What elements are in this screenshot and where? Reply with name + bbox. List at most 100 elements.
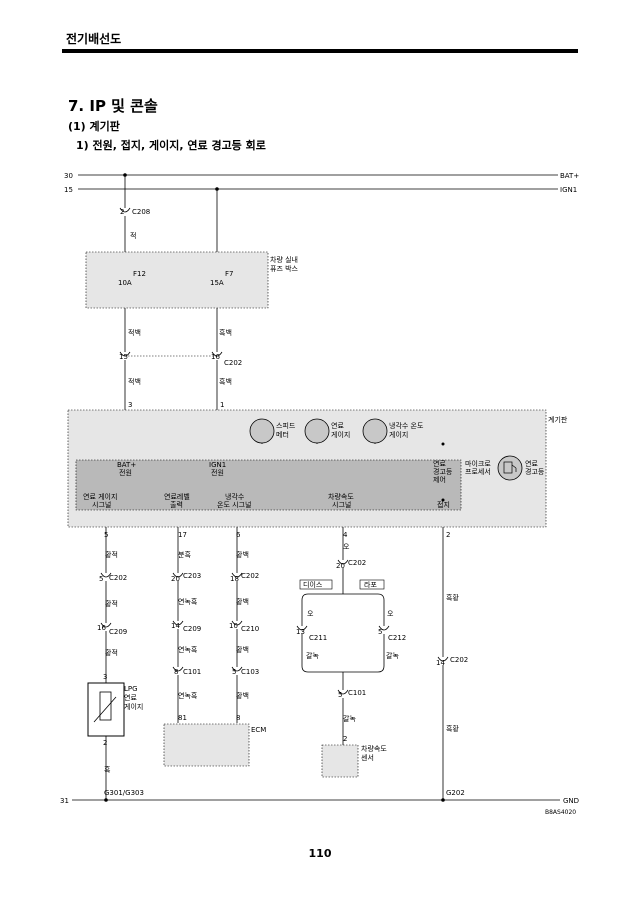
c203-label: C203	[183, 572, 201, 580]
c212-pin: 5	[378, 628, 382, 636]
c101-b-label: C101	[348, 689, 366, 697]
split-top	[301, 593, 385, 601]
subtitle: (1) 계기판	[68, 120, 120, 133]
microprocessor-label-2: 프로세서	[465, 467, 491, 476]
c202-b-label: C202	[109, 574, 127, 582]
junction-ign	[215, 187, 219, 191]
c101-a-label: C101	[183, 668, 201, 676]
pin-coolant-1: 냉각수	[225, 492, 245, 501]
lpg-label-2: 연료	[124, 694, 137, 702]
c103-symbol	[231, 666, 243, 672]
c101-a-pin: 8	[174, 668, 178, 676]
pin-speed-2: 시그널	[332, 500, 351, 509]
coolant-gauge-label-1: 냉각수 온도	[389, 421, 424, 430]
wire-o-1-label: 오	[343, 543, 350, 551]
junction-g301	[104, 798, 108, 802]
fuse-f12-amp: 10A	[118, 279, 132, 287]
tag-gasoline-label: 라포	[364, 580, 377, 589]
fuel-warn-ctrl-2: 경고등	[433, 467, 453, 476]
junction-bat	[123, 173, 127, 177]
ground-g202: G202	[446, 789, 465, 797]
section-header: 전기배선도	[66, 32, 122, 46]
split-bottom	[301, 665, 385, 673]
c202-c-label: C202	[241, 572, 259, 580]
fuse-box-label-1: 차량 실내	[270, 255, 298, 264]
variant-tags	[299, 579, 385, 590]
c202-d-pin: 20	[336, 562, 345, 570]
vss-label-1: 차량속도	[361, 744, 387, 753]
c202-pin16: 16	[211, 353, 220, 361]
ecm-pin8: 8	[236, 714, 240, 722]
fuel-gauge-icon	[304, 418, 330, 444]
bat-power-label-2: 전원	[119, 468, 132, 477]
lpg-pin2: 2	[103, 739, 107, 747]
c101-8-symbol	[172, 666, 184, 672]
c202-e-label: C202	[450, 656, 468, 664]
c203-symbol	[172, 572, 184, 578]
diagram-code: B8AS4020	[545, 809, 576, 816]
c208-label: C208	[132, 208, 150, 216]
lpg-pin3: 3	[103, 673, 107, 681]
ign-rail-number: 15	[64, 186, 73, 194]
cluster-pin6: 6	[236, 531, 241, 539]
c209-b-label: C209	[183, 625, 201, 633]
c209-16-symbol	[100, 622, 112, 628]
wire-yw-4-label: 황백	[236, 691, 249, 700]
c209-a-label: C209	[109, 628, 127, 636]
ign-power-label-2: 전원	[211, 468, 224, 477]
c202-pin15: 15	[119, 353, 128, 361]
fuse-f7-name: F7	[225, 270, 233, 278]
cluster-pin17: 17	[178, 531, 187, 539]
c209-14-symbol	[172, 620, 184, 626]
lpg-sender	[87, 682, 125, 737]
c101-b-pin: 5	[338, 691, 342, 699]
wire-gg-3-label: 갈녹	[343, 715, 356, 723]
wire-bw-1-label: 흑백	[219, 328, 232, 337]
gnd-rail-label: GND	[563, 797, 579, 805]
c212-symbol	[378, 625, 390, 631]
page-number: 110	[308, 847, 332, 860]
lpg-arrow-shaft	[93, 696, 117, 723]
ign-power-label-1: IGN1	[209, 461, 226, 469]
c202-20-symbol	[337, 559, 349, 565]
wire-yw-3-label: 황백	[236, 645, 249, 654]
speedometer-icon	[249, 418, 275, 444]
fuel-gauge-label-2: 게이지	[331, 430, 350, 439]
fuel-gauge-label-1: 연료	[331, 422, 344, 430]
c202-14-symbol	[437, 656, 449, 662]
tag-diesel	[299, 579, 333, 590]
coolant-gauge-label-2: 게이지	[389, 430, 408, 439]
pin-speed-1: 차량속도	[328, 492, 354, 501]
page-title: 7. IP 및 콘솔	[68, 97, 158, 115]
speedo-label-2: 메터	[276, 430, 289, 439]
c202-16-symbol	[211, 351, 223, 357]
wire-gg-2-label: 갈녹	[386, 652, 399, 660]
wire-o-3-label: 오	[387, 610, 394, 618]
wire-by-1-label: 흑황	[446, 593, 459, 602]
wire-rw-1-label: 적백	[128, 328, 141, 337]
pin-fuel-level-2: 출력	[170, 500, 183, 509]
c211-pin: 13	[296, 628, 305, 636]
wire-gb-1-label: 연녹흑	[178, 597, 198, 606]
wire-yr-3-label: 황적	[105, 648, 118, 657]
c203-pin: 20	[171, 575, 180, 583]
cluster-pin1: 1	[220, 401, 224, 409]
cluster-pin2: 2	[446, 531, 450, 539]
bat-power-label-1: BAT+	[117, 461, 136, 469]
wire-bw-2-label: 흑백	[219, 377, 232, 386]
c211-label: C211	[309, 634, 327, 642]
pin-ground: 접지	[437, 500, 450, 509]
c202-18-symbol	[231, 572, 243, 578]
fuel-lamp-label-2: 경고등	[525, 467, 545, 476]
pin-fuel-signal-1: 연료 게이지	[83, 492, 117, 501]
tag-diesel-label: 디이스	[303, 580, 323, 589]
fuse-f12-name: F12	[133, 270, 146, 278]
cluster-title: 계기판	[548, 415, 568, 424]
wire-gb-2-label: 연녹흑	[178, 645, 198, 654]
c208-symbol	[119, 207, 131, 213]
wire-by-2-label: 흑황	[446, 724, 459, 733]
c103-label: C103	[241, 668, 259, 676]
wire-red-label: 적	[130, 231, 136, 240]
c210-label: C210	[241, 625, 259, 633]
vss-pin2: 2	[343, 735, 347, 743]
